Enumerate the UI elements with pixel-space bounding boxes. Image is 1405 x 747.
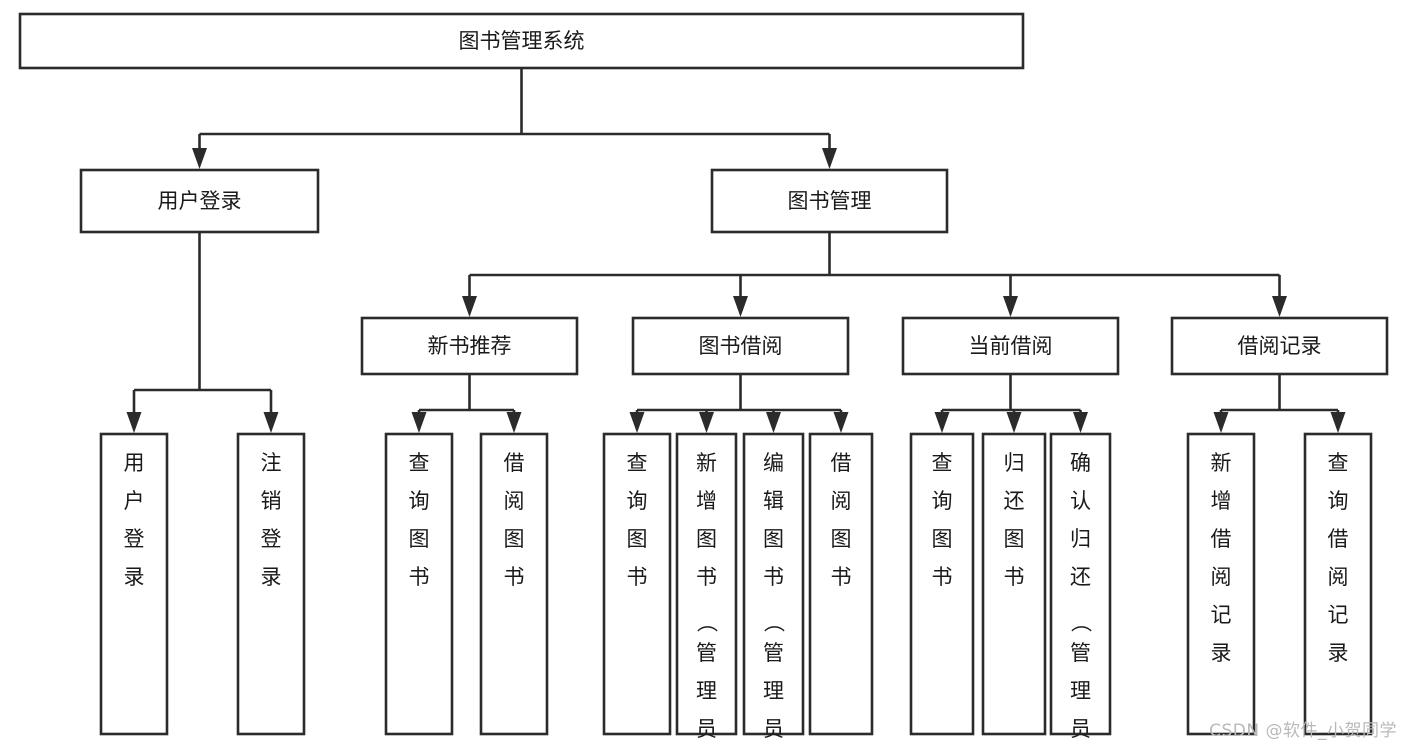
svg-text:书: 书 bbox=[696, 565, 717, 589]
svg-text:查: 查 bbox=[409, 451, 430, 475]
svg-text:询: 询 bbox=[932, 489, 953, 513]
svg-text:新: 新 bbox=[696, 451, 717, 475]
arrowheads-layer bbox=[126, 148, 1346, 433]
svg-text:书: 书 bbox=[932, 565, 953, 589]
svg-text:书: 书 bbox=[409, 565, 430, 589]
svg-text:新: 新 bbox=[1211, 451, 1232, 475]
svg-text:图: 图 bbox=[831, 527, 852, 551]
csdn-watermark: CSDN @软件_小贺同学 bbox=[1209, 721, 1397, 741]
svg-text:增: 增 bbox=[1211, 489, 1232, 513]
svg-text:员: 员 bbox=[763, 717, 784, 741]
node-label-new-book-recommend: 新书推荐 bbox=[428, 334, 512, 358]
svg-text:记: 记 bbox=[1328, 603, 1349, 627]
node-label-root: 图书管理系统 bbox=[459, 29, 585, 53]
svg-text:辑: 辑 bbox=[763, 489, 784, 513]
svg-text:借: 借 bbox=[1211, 527, 1232, 551]
svg-text:阅: 阅 bbox=[504, 489, 525, 513]
svg-text:销: 销 bbox=[261, 489, 282, 513]
svg-text:增: 增 bbox=[696, 489, 717, 513]
svg-text:记: 记 bbox=[1211, 603, 1232, 627]
svg-text:书: 书 bbox=[504, 565, 525, 589]
node-label-user-login: 用户登录 bbox=[158, 189, 242, 213]
svg-text:图: 图 bbox=[1004, 527, 1025, 551]
node-label-current-borrow: 当前借阅 bbox=[969, 334, 1053, 358]
node-label-book-borrow: 图书借阅 bbox=[699, 334, 783, 358]
svg-text:书: 书 bbox=[831, 565, 852, 589]
svg-text:查: 查 bbox=[627, 451, 648, 475]
svg-text:图: 图 bbox=[504, 527, 525, 551]
svg-text:管: 管 bbox=[763, 641, 784, 665]
svg-text:图: 图 bbox=[696, 527, 717, 551]
svg-text:户: 户 bbox=[124, 489, 145, 513]
svg-text:员: 员 bbox=[1070, 717, 1091, 741]
svg-text:询: 询 bbox=[409, 489, 430, 513]
svg-text:查: 查 bbox=[932, 451, 953, 475]
svg-text:借: 借 bbox=[1328, 527, 1349, 551]
svg-text:归: 归 bbox=[1004, 451, 1025, 475]
svg-text:图: 图 bbox=[932, 527, 953, 551]
svg-text:询: 询 bbox=[1328, 489, 1349, 513]
svg-text:图: 图 bbox=[409, 527, 430, 551]
svg-text:书: 书 bbox=[763, 565, 784, 589]
connectors-layer bbox=[132, 68, 1340, 412]
svg-text:（: （ bbox=[695, 612, 719, 633]
svg-text:还: 还 bbox=[1070, 565, 1091, 589]
svg-text:（: （ bbox=[1069, 612, 1093, 633]
svg-text:阅: 阅 bbox=[831, 489, 852, 513]
svg-text:管: 管 bbox=[696, 641, 717, 665]
svg-text:用: 用 bbox=[124, 451, 145, 475]
svg-text:录: 录 bbox=[1211, 641, 1232, 665]
svg-text:还: 还 bbox=[1004, 489, 1025, 513]
node-label-borrow-record: 借阅记录 bbox=[1238, 334, 1322, 358]
svg-text:编: 编 bbox=[763, 451, 784, 475]
svg-text:注: 注 bbox=[261, 451, 282, 475]
svg-text:录: 录 bbox=[261, 565, 282, 589]
svg-text:认: 认 bbox=[1070, 489, 1091, 513]
svg-text:图: 图 bbox=[763, 527, 784, 551]
svg-text:录: 录 bbox=[1328, 641, 1349, 665]
leaf-label-leaf-user-login: 用户登录 bbox=[124, 451, 145, 589]
svg-text:理: 理 bbox=[696, 679, 717, 703]
svg-text:阅: 阅 bbox=[1328, 565, 1349, 589]
node-label-book-manage: 图书管理 bbox=[788, 189, 872, 213]
svg-text:询: 询 bbox=[627, 489, 648, 513]
svg-text:管: 管 bbox=[1070, 641, 1091, 665]
svg-text:借: 借 bbox=[504, 451, 525, 475]
svg-text:借: 借 bbox=[831, 451, 852, 475]
svg-text:查: 查 bbox=[1328, 451, 1349, 475]
svg-text:理: 理 bbox=[763, 679, 784, 703]
svg-text:阅: 阅 bbox=[1211, 565, 1232, 589]
node-boxes-layer bbox=[18, 12, 1389, 736]
svg-text:确: 确 bbox=[1070, 451, 1091, 475]
svg-text:员: 员 bbox=[696, 717, 717, 741]
svg-text:登: 登 bbox=[261, 527, 282, 551]
svg-text:（: （ bbox=[762, 612, 786, 633]
svg-text:归: 归 bbox=[1070, 527, 1091, 551]
svg-text:书: 书 bbox=[1004, 565, 1025, 589]
svg-text:理: 理 bbox=[1070, 679, 1091, 703]
svg-text:登: 登 bbox=[124, 527, 145, 551]
svg-text:书: 书 bbox=[627, 565, 648, 589]
svg-text:录: 录 bbox=[124, 565, 145, 589]
svg-text:图: 图 bbox=[627, 527, 648, 551]
node-labels-layer: 图书管理系统用户登录图书管理新书推荐图书借阅当前借阅借阅记录用户登录注销登录查询… bbox=[124, 29, 1349, 741]
